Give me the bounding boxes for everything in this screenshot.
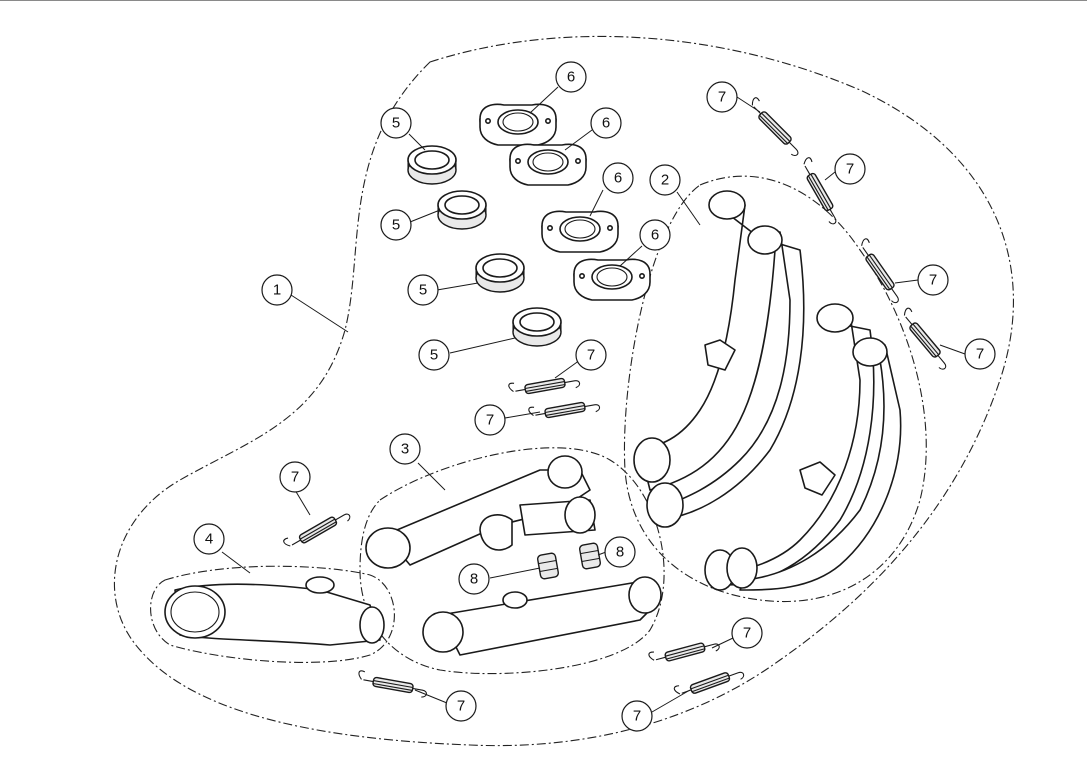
spring xyxy=(282,504,353,555)
callout-2: 2 xyxy=(649,164,681,196)
callout-label: 8 xyxy=(470,571,478,588)
callout-6: 6 xyxy=(555,61,587,93)
linkpipe-group-outline xyxy=(150,565,395,663)
callout-label: 7 xyxy=(976,346,984,363)
callout-7: 7 xyxy=(621,700,653,732)
callout-label: 6 xyxy=(567,69,575,86)
exhaust-flange xyxy=(541,210,619,253)
leader-lines xyxy=(221,86,966,713)
callout-5: 5 xyxy=(380,209,412,241)
spring xyxy=(896,306,955,372)
callout-label: 7 xyxy=(846,161,854,178)
callout-label: 1 xyxy=(273,282,281,299)
top-rule xyxy=(0,0,1087,1)
callout-label: 6 xyxy=(651,227,659,244)
spring xyxy=(356,669,430,699)
callout-label: 2 xyxy=(661,172,669,189)
callout-1: 1 xyxy=(261,274,293,306)
exhaust-flange xyxy=(509,143,587,186)
callout-label: 7 xyxy=(718,89,726,106)
callout-label: 5 xyxy=(392,217,400,234)
spring xyxy=(672,662,746,703)
callout-label: 6 xyxy=(602,115,610,132)
header-group-outline xyxy=(623,175,927,602)
callout-label: 5 xyxy=(430,347,438,364)
callout-7: 7 xyxy=(917,264,949,296)
link-pipe xyxy=(164,576,385,646)
callout-label: 7 xyxy=(457,698,465,715)
callout-5: 5 xyxy=(407,274,439,306)
callout-5: 5 xyxy=(380,107,412,139)
spring xyxy=(853,237,908,305)
callout-7: 7 xyxy=(474,404,506,436)
exhaust-flange xyxy=(479,103,557,146)
mid-pipes xyxy=(365,455,662,656)
callout-7: 7 xyxy=(964,338,996,370)
callout-label: 7 xyxy=(633,708,641,725)
callout-label: 4 xyxy=(205,531,213,548)
callout-7: 7 xyxy=(834,153,866,185)
midpipe-group-outline xyxy=(359,447,665,675)
callout-8: 8 xyxy=(458,563,490,595)
callout-3: 3 xyxy=(389,433,421,465)
callout-label: 7 xyxy=(587,347,595,364)
gasket-ring xyxy=(512,307,562,347)
callout-7: 7 xyxy=(575,339,607,371)
callout-7: 7 xyxy=(706,81,738,113)
kit-outline xyxy=(113,35,1014,747)
clamp xyxy=(578,541,602,571)
callout-label: 7 xyxy=(291,469,299,486)
callout-label: 5 xyxy=(419,282,427,299)
callout-label: 7 xyxy=(486,412,494,429)
header-pipes xyxy=(633,190,902,591)
spring xyxy=(507,370,581,400)
clamp xyxy=(536,551,560,581)
callout-label: 5 xyxy=(392,115,400,132)
callout-label: 3 xyxy=(401,441,409,458)
spring xyxy=(527,394,601,424)
spring xyxy=(647,634,721,669)
callout-7: 7 xyxy=(445,690,477,722)
callout-7: 7 xyxy=(731,617,763,649)
callout-4: 4 xyxy=(193,523,225,555)
callout-label: 7 xyxy=(929,272,937,289)
spring xyxy=(744,96,807,159)
callout-6: 6 xyxy=(639,219,671,251)
gasket-ring xyxy=(475,253,525,293)
callout-6: 6 xyxy=(590,107,622,139)
callout-label: 8 xyxy=(616,544,624,561)
callout-8: 8 xyxy=(604,536,636,568)
exhaust-flange xyxy=(573,258,651,301)
callout-label: 7 xyxy=(743,625,751,642)
callout-7: 7 xyxy=(279,461,311,493)
callout-5: 5 xyxy=(418,339,450,371)
gasket-ring xyxy=(407,145,457,185)
callout-6: 6 xyxy=(602,162,634,194)
callout-label: 6 xyxy=(614,170,622,187)
gasket-ring xyxy=(437,190,487,230)
